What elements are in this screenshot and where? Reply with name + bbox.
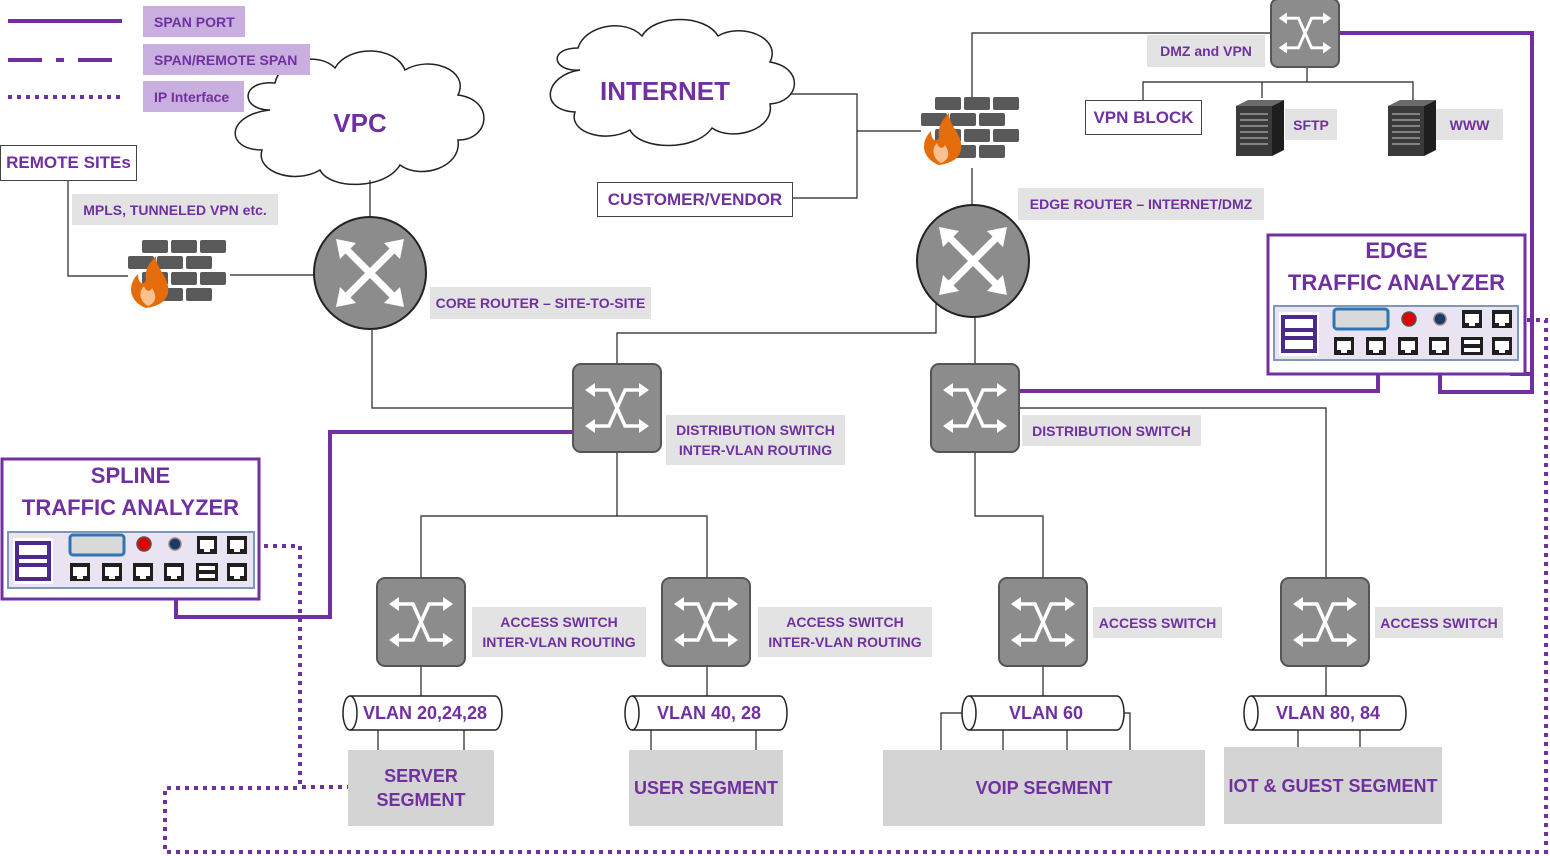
distribution-switch-right-icon bbox=[930, 363, 1020, 453]
edge-router-icon bbox=[916, 204, 1030, 318]
distribution-switch-left-icon bbox=[572, 363, 662, 453]
vlan-2-label: VLAN 40, 28 bbox=[656, 702, 762, 723]
www-server-icon bbox=[1387, 99, 1437, 157]
internet-cloud-icon bbox=[549, 18, 796, 147]
access-switch-3-label: ACCESS SWITCH bbox=[1093, 607, 1222, 638]
access-switch-1-icon bbox=[376, 577, 466, 667]
connectors bbox=[67, 32, 1414, 750]
iot-guest-segment: IOT & GUEST SEGMENT bbox=[1224, 747, 1442, 824]
access-switch-2-label: ACCESS SWITCH INTER-VLAN ROUTING bbox=[758, 607, 932, 657]
spline-analyzer-device-icon bbox=[7, 531, 255, 589]
sftp-server-icon bbox=[1235, 99, 1285, 157]
access-switch-4-icon bbox=[1280, 577, 1370, 667]
vlan-1-cylinder bbox=[342, 695, 503, 731]
edge-router-label: EDGE ROUTER – INTERNET/DMZ bbox=[1018, 188, 1264, 220]
vlan-4-cylinder bbox=[1243, 695, 1407, 731]
www-label: WWW bbox=[1436, 109, 1503, 140]
edge-analyzer-title: EDGE TRAFFIC ANALYZER bbox=[1287, 238, 1506, 295]
legend-ip-interface-label: IP Interface bbox=[143, 81, 244, 112]
core-router-icon bbox=[313, 216, 427, 330]
server-segment: SERVER SEGMENT bbox=[348, 750, 494, 826]
edge-firewall-icon bbox=[921, 97, 1021, 165]
vpn-block-label: VPN BLOCK bbox=[1085, 100, 1202, 135]
edge-traffic-analyzer bbox=[1266, 233, 1527, 376]
sftp-label: SFTP bbox=[1285, 109, 1337, 140]
mpls-label: MPLS, TUNNELED VPN etc. bbox=[72, 194, 278, 225]
remote-firewall-icon bbox=[128, 240, 228, 308]
user-segment: USER SEGMENT bbox=[629, 750, 783, 826]
legend-span-port-label: SPAN PORT bbox=[143, 6, 245, 37]
vlan-4-label: VLAN 80, 84 bbox=[1275, 702, 1381, 723]
vpc-cloud-label: VPC bbox=[333, 107, 387, 138]
vlan-2-cylinder bbox=[624, 695, 788, 731]
legend-remote-span-label: SPAN/REMOTE SPAN bbox=[143, 44, 310, 75]
access-switch-1-label: ACCESS SWITCH INTER-VLAN ROUTING bbox=[472, 607, 646, 657]
vlan-1-label: VLAN 20,24,28 bbox=[362, 702, 488, 723]
distribution-switch-left-label: DISTRIBUTION SWITCH INTER-VLAN ROUTING bbox=[666, 415, 845, 465]
vlan-3-label: VLAN 60 bbox=[1008, 702, 1084, 723]
access-switch-4-label: ACCESS SWITCH bbox=[1375, 607, 1503, 638]
legend bbox=[8, 19, 122, 99]
spline-analyzer-title: SPLINE TRAFFIC ANALYZER bbox=[21, 463, 240, 520]
dmz-vpn-label: DMZ and VPN bbox=[1147, 35, 1265, 67]
spline-traffic-analyzer bbox=[0, 457, 261, 601]
dmz-switch-icon bbox=[1270, 0, 1340, 68]
distribution-switch-right-label: DISTRIBUTION SWITCH bbox=[1022, 415, 1201, 446]
core-router-label: CORE ROUTER – SITE-TO-SITE bbox=[430, 287, 651, 319]
edge-analyzer-device-icon bbox=[1273, 305, 1519, 361]
remote-sites-label: REMOTE SITEs bbox=[0, 145, 137, 181]
ip-interface-lines bbox=[163, 318, 1548, 854]
vlan-3-cylinder bbox=[961, 695, 1125, 731]
voip-segment: VOIP SEGMENT bbox=[883, 750, 1205, 826]
access-switch-3-icon bbox=[998, 577, 1088, 667]
customer-vendor-label: CUSTOMER/VENDOR bbox=[597, 182, 793, 217]
internet-cloud-label: INTERNET bbox=[600, 75, 730, 106]
vlan-cylinders bbox=[342, 695, 1407, 731]
access-switch-2-icon bbox=[661, 577, 751, 667]
